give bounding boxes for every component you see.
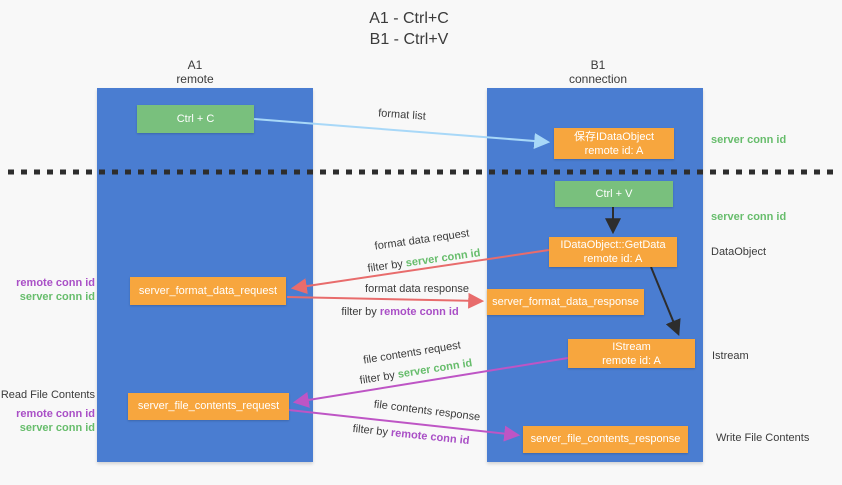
- istream-label: Istream: [712, 350, 749, 362]
- node-server-format-data-request: server_format_data_request: [130, 277, 286, 305]
- node-ctrl-c-label: Ctrl + C: [176, 112, 215, 125]
- right-server-conn-id-2: server conn id: [711, 211, 787, 223]
- format-data-response-arrow: [286, 292, 485, 309]
- node-ctrl-v-label: Ctrl + V: [595, 187, 633, 200]
- remote-conn-id-label: remote conn id: [16, 277, 95, 289]
- label-file-contents-response-filter: filter by remote conn id: [352, 423, 470, 447]
- label-format-list: format list: [377, 107, 427, 123]
- server-conn-id-label: server conn id: [19, 291, 95, 303]
- node-save-idataobject-line2: remote id: A: [584, 144, 644, 157]
- node-ctrl-c: Ctrl + C: [137, 105, 254, 133]
- node-server-format-data-request-label: server_format_data_request: [138, 284, 278, 297]
- server-conn-id-tag: server conn id: [405, 247, 482, 270]
- node-istream: IStream remote id: A: [568, 339, 695, 368]
- filter-by-prefix: filter by: [352, 422, 389, 439]
- label-format-data-request: format data request: [373, 227, 471, 253]
- left-format-conn-ids: remote conn id server conn id: [16, 276, 95, 304]
- filter-by-prefix: filter by: [358, 369, 396, 387]
- remote-conn-id-tag: remote conn id: [390, 426, 470, 448]
- title-line-2: B1 - Ctrl+V: [369, 31, 449, 48]
- label-file-contents-response: file contents response: [373, 398, 481, 424]
- column-b-title: B1: [590, 58, 606, 72]
- node-server-file-contents-request: server_file_contents_request: [128, 393, 289, 420]
- server-conn-id-tag: server conn id: [396, 357, 474, 381]
- node-istream-line1: IStream: [612, 340, 651, 353]
- write-file-contents-label: Write File Contents: [716, 432, 810, 444]
- left-file-conn-ids: remote conn id server conn id: [16, 407, 95, 435]
- node-idataobject-getdata: IDataObject::GetData remote id: A: [549, 237, 677, 267]
- title-line-1: A1 - Ctrl+C: [369, 10, 449, 27]
- server-conn-id-label: server conn id: [19, 422, 95, 434]
- node-save-idataobject: 保存IDataObject remote id: A: [554, 128, 674, 159]
- column-a-title: A1: [187, 58, 203, 72]
- label-format-data-response-filter: filter by remote conn id: [341, 306, 458, 318]
- column-a-subtitle: remote: [176, 72, 214, 86]
- column-b-header: B1 connection: [538, 58, 658, 86]
- node-server-file-contents-response-label: server_file_contents_response: [530, 433, 681, 445]
- column-b-subtitle: connection: [568, 72, 628, 86]
- remote-conn-id-label: remote conn id: [16, 408, 95, 420]
- node-istream-line2: remote id: A: [602, 354, 661, 367]
- node-idataobject-getdata-line1: IDataObject::GetData: [560, 239, 666, 251]
- node-server-format-data-response: server_format_data_response: [487, 289, 644, 315]
- filter-by-prefix: filter by: [366, 258, 404, 275]
- node-ctrl-v: Ctrl + V: [555, 181, 673, 207]
- diagram-title: A1 - Ctrl+C B1 - Ctrl+V: [299, 8, 519, 50]
- column-a-header: A1 remote: [135, 58, 255, 86]
- node-server-file-contents-request-label: server_file_contents_request: [137, 400, 280, 412]
- remote-conn-id-tag: remote conn id: [379, 306, 459, 318]
- node-server-format-data-response-label: server_format_data_response: [492, 295, 639, 308]
- node-save-idataobject-line1: 保存IDataObject: [573, 130, 655, 143]
- right-server-conn-id-1: server conn id: [711, 134, 787, 146]
- node-idataobject-getdata-line2: remote id: A: [583, 253, 643, 265]
- label-format-data-response: format data response: [365, 283, 469, 295]
- read-file-contents-label: Read File Contents: [0, 389, 95, 401]
- node-server-file-contents-response: server_file_contents_response: [523, 426, 688, 453]
- filter-by-prefix: filter by: [341, 306, 377, 318]
- dataobject-label: DataObject: [711, 246, 767, 258]
